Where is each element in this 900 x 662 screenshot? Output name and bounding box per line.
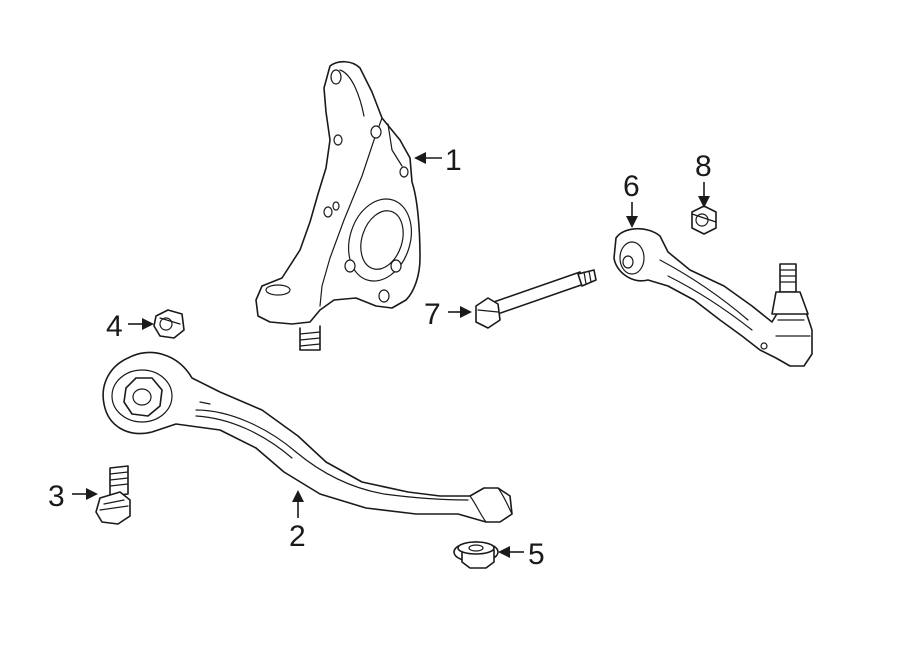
leader-4	[128, 318, 154, 330]
leader-7	[448, 306, 472, 318]
nut-8	[691, 205, 717, 235]
callout-3: 3	[48, 480, 65, 513]
leader-2	[292, 490, 304, 518]
leader-1	[414, 152, 442, 164]
callout-8: 8	[695, 150, 712, 183]
bolt-7	[475, 269, 597, 329]
steering-knuckle	[255, 60, 421, 351]
bolt-3	[95, 465, 131, 525]
callout-6: 6	[623, 170, 640, 203]
nut-4	[153, 309, 185, 339]
upper-control-arm	[613, 227, 813, 367]
callout-4: 4	[106, 310, 123, 343]
leader-6	[626, 202, 638, 228]
leader-3	[72, 488, 98, 500]
leader-8	[698, 182, 710, 208]
callout-5: 5	[528, 538, 545, 571]
callout-7: 7	[424, 298, 441, 331]
callout-2: 2	[289, 520, 306, 553]
lower-control-arm	[102, 351, 513, 523]
callout-1: 1	[445, 144, 462, 177]
flange-nut-5	[453, 541, 499, 569]
leader-5	[498, 546, 524, 558]
